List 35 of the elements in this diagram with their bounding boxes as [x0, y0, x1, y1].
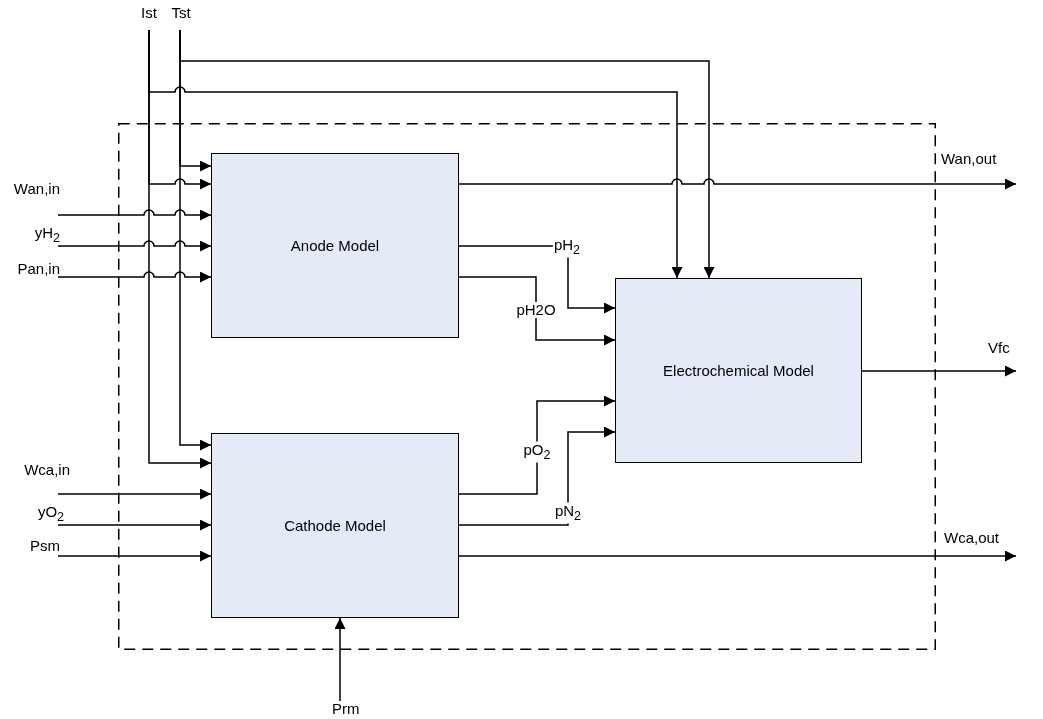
signal-label: Pan,in	[17, 261, 60, 277]
signal-label: Wca,out	[944, 530, 1000, 546]
arrow	[57, 488, 212, 500]
signal-label: Wca,in	[24, 462, 70, 478]
arrow	[458, 276, 616, 346]
signal-label: yH$_{2}$	[34, 225, 60, 246]
model-block	[211, 153, 459, 338]
block-title: Anode Model	[290, 237, 380, 254]
model-block	[615, 278, 862, 463]
signal-label: yO$_{2}$	[37, 504, 64, 525]
arrow	[57, 550, 212, 562]
block-title: Cathode Model	[284, 517, 386, 534]
edge-label: pN$_{2}$	[553, 502, 583, 524]
arrow	[57, 271, 212, 283]
signal-label: Wan,out	[941, 151, 997, 167]
dashed-boundary-box	[118, 123, 936, 650]
arrow	[458, 426, 616, 526]
signal-label: Prm	[332, 701, 360, 717]
signal-label: Tst	[171, 5, 191, 21]
arrow	[861, 365, 1017, 377]
model-block	[211, 433, 459, 618]
arrow	[458, 550, 1017, 562]
edge-label: pO$_{2}$	[522, 441, 552, 463]
signal-label: Vfc	[988, 340, 1010, 356]
edge-label: pH2O	[515, 302, 557, 318]
arrow	[57, 240, 212, 252]
signal-label: Ist	[141, 5, 157, 21]
arrow	[458, 395, 616, 495]
arrow	[57, 209, 212, 221]
block-title: Electrochemical Model	[663, 362, 814, 379]
arrow	[458, 178, 1017, 190]
signal-label: Wan,in	[13, 181, 60, 197]
arrow	[334, 617, 346, 702]
signal-label: Psm	[30, 538, 60, 554]
arrow	[57, 519, 212, 531]
